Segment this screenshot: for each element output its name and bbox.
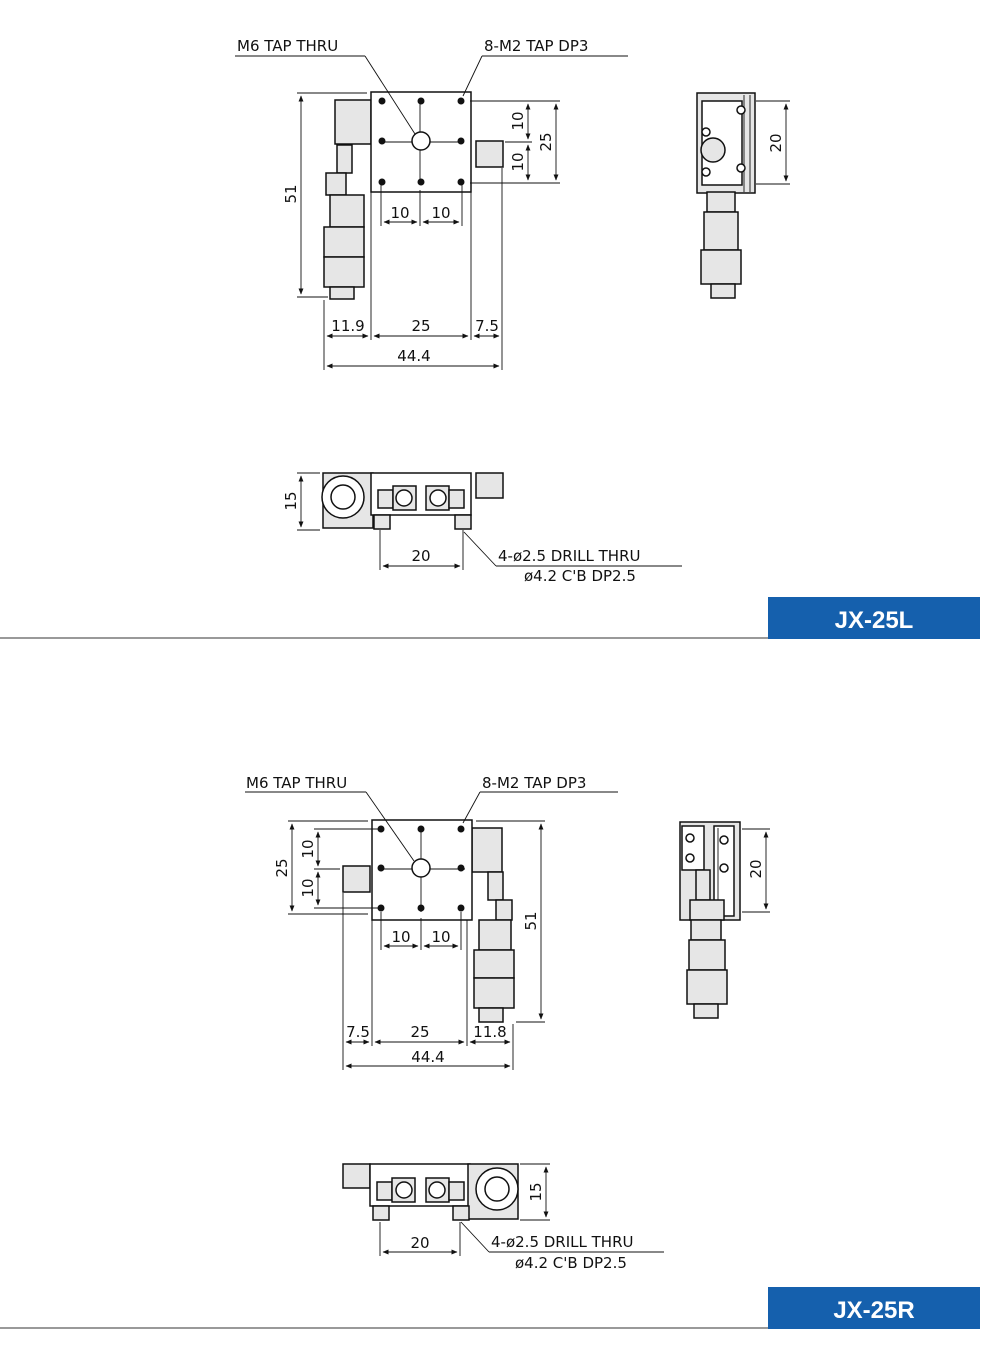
label-corner-holes: 8-M2 TAP DP3 — [482, 774, 586, 792]
label-counterbore: ø4.2 C'B DP2.5 — [515, 1254, 627, 1272]
dim-pitch-v2: 10 — [509, 152, 527, 171]
dim-pitch-h1: 10 — [391, 928, 410, 946]
center-tap-hole — [411, 858, 431, 878]
top-view-right: M6 TAP THRU 8-M2 TAP DP3 25 10 10 10 10 … — [245, 774, 618, 1070]
dim-offset-knob: 7.5 — [475, 317, 499, 335]
side-view-left: 20 — [696, 92, 790, 299]
label-center-hole: M6 TAP THRU — [246, 774, 347, 792]
front-view-left: 15 20 4-ø2.5 DRILL THRU ø4.2 C'B DP2.5 — [282, 472, 682, 585]
model-title: JX-25R — [833, 1297, 914, 1324]
knob-left — [342, 865, 371, 893]
dim-offset-handle: 11.8 — [473, 1023, 506, 1041]
dim-offset-knob: 7.5 — [346, 1023, 370, 1041]
dim-table-span: 25 — [411, 317, 430, 335]
dim-table-width: 25 — [537, 132, 555, 151]
dim-pitch-h2: 10 — [431, 928, 450, 946]
label-counterbore: ø4.2 C'B DP2.5 — [524, 567, 636, 585]
dim-offset-handle: 11.9 — [331, 317, 364, 335]
model-banner-jx-25r — [768, 1287, 980, 1329]
mount-holes — [378, 97, 465, 186]
side-view-right: 20 — [679, 821, 770, 1019]
knob-right — [475, 140, 504, 168]
model-banner-jx-25l — [768, 597, 980, 639]
dim-pitch-v2: 10 — [299, 878, 317, 897]
label-center-hole: M6 TAP THRU — [237, 37, 338, 55]
dim-table-width: 25 — [273, 858, 291, 877]
dim-pitch-h2: 10 — [431, 204, 450, 222]
dim-side-width: 20 — [767, 133, 785, 152]
dim-pitch-v1: 10 — [299, 839, 317, 858]
dim-drill-pitch: 20 — [410, 1234, 429, 1252]
dim-side-width: 20 — [747, 859, 765, 878]
front-view-right: 15 20 4-ø2.5 DRILL THRU ø4.2 C'B DP2.5 — [342, 1163, 664, 1272]
micrometer-handle — [323, 99, 372, 300]
center-tap-hole — [411, 131, 431, 151]
model-title: JX-25L — [835, 607, 914, 634]
mount-holes — [377, 825, 465, 912]
dim-table-span: 25 — [410, 1023, 429, 1041]
label-drill: 4-ø2.5 DRILL THRU — [498, 547, 640, 565]
section-jx-25l: M6 TAP THRU 8-M2 TAP DP3 51 10 10 25 10 … — [0, 37, 980, 639]
dim-length: 51 — [522, 911, 540, 930]
label-drill: 4-ø2.5 DRILL THRU — [491, 1233, 633, 1251]
label-corner-holes: 8-M2 TAP DP3 — [484, 37, 588, 55]
dim-drill-pitch: 20 — [411, 547, 430, 565]
dim-height: 15 — [282, 491, 300, 510]
dim-overall: 44.4 — [411, 1048, 444, 1066]
section-jx-25r: M6 TAP THRU 8-M2 TAP DP3 25 10 10 10 10 … — [0, 774, 980, 1329]
dim-pitch-v1: 10 — [509, 111, 527, 130]
dim-pitch-h1: 10 — [390, 204, 409, 222]
top-view-left: M6 TAP THRU 8-M2 TAP DP3 51 10 10 25 10 … — [235, 37, 628, 370]
dim-overall: 44.4 — [397, 347, 430, 365]
dim-length: 51 — [282, 184, 300, 203]
dim-height: 15 — [527, 1182, 545, 1201]
